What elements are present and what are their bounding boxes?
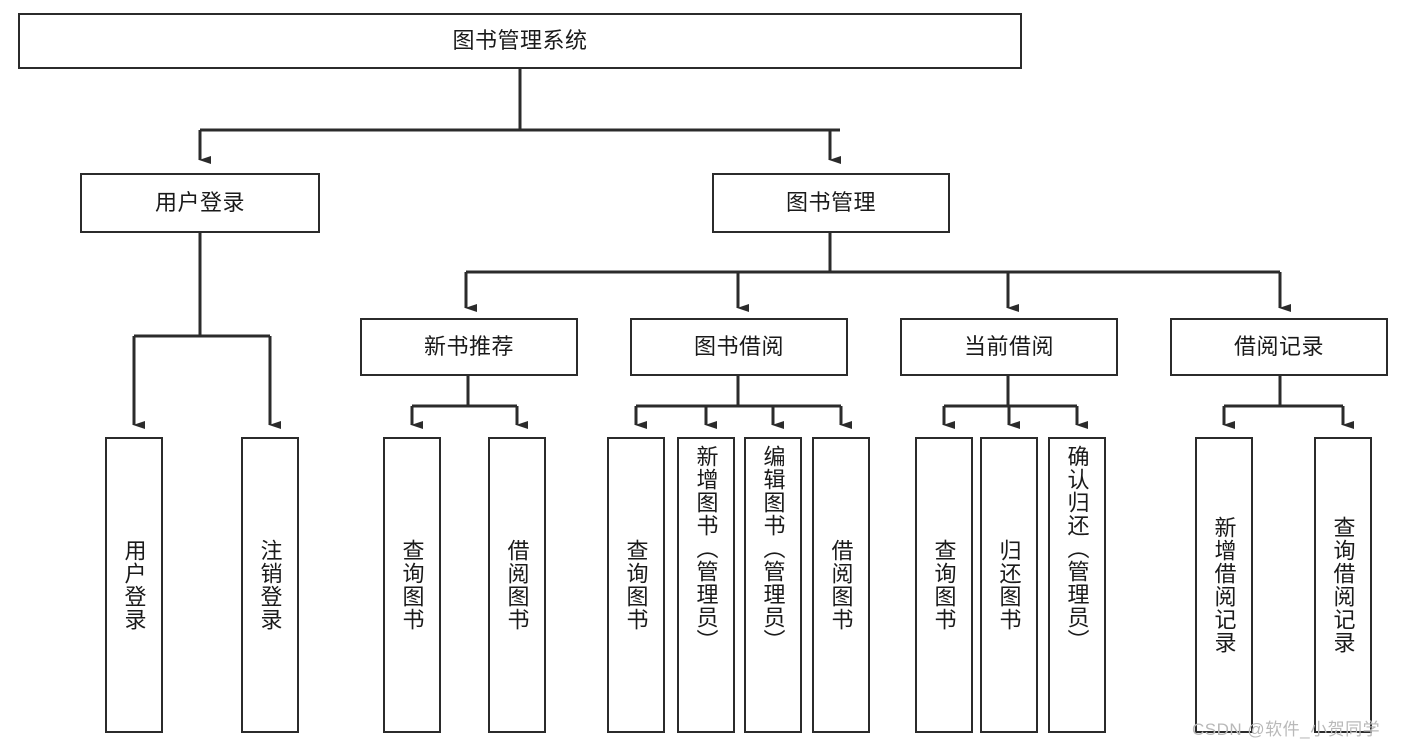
node-book-manage-label: 图书管理 bbox=[785, 189, 876, 215]
node-leaf-confirm-return-label: 确认归还（管理员） bbox=[1064, 445, 1090, 652]
node-leaf-edit-book[interactable]: 编辑图书（管理员） bbox=[744, 437, 802, 733]
node-root-label: 图书管理系统 bbox=[452, 27, 588, 53]
node-leaf-query-book-3-label: 查询图书 bbox=[931, 539, 957, 631]
node-leaf-query-book-2-label: 查询图书 bbox=[623, 539, 649, 631]
node-book-manage[interactable]: 图书管理 bbox=[712, 173, 950, 233]
node-book-borrow-label: 图书借阅 bbox=[693, 333, 784, 359]
node-current-borrow[interactable]: 当前借阅 bbox=[900, 318, 1118, 376]
node-leaf-logout-label: 注销登录 bbox=[257, 539, 283, 631]
node-leaf-query-book-1[interactable]: 查询图书 bbox=[383, 437, 441, 733]
node-borrow-record-label: 借阅记录 bbox=[1233, 333, 1324, 359]
node-current-borrow-label: 当前借阅 bbox=[963, 333, 1054, 359]
node-leaf-borrow-book-1-label: 借阅图书 bbox=[504, 539, 530, 631]
node-leaf-logout[interactable]: 注销登录 bbox=[241, 437, 299, 733]
node-leaf-add-record-label: 新增借阅记录 bbox=[1211, 516, 1237, 654]
node-leaf-query-record[interactable]: 查询借阅记录 bbox=[1314, 437, 1372, 733]
node-root[interactable]: 图书管理系统 bbox=[18, 13, 1022, 69]
node-leaf-add-record[interactable]: 新增借阅记录 bbox=[1195, 437, 1253, 733]
node-leaf-add-book-label: 新增图书（管理员） bbox=[693, 445, 719, 652]
node-leaf-return-book[interactable]: 归还图书 bbox=[980, 437, 1038, 733]
node-leaf-user-login[interactable]: 用户登录 bbox=[105, 437, 163, 733]
node-user-login[interactable]: 用户登录 bbox=[80, 173, 320, 233]
node-leaf-query-book-3[interactable]: 查询图书 bbox=[915, 437, 973, 733]
node-new-book-recommend-label: 新书推荐 bbox=[423, 333, 514, 359]
node-leaf-add-book[interactable]: 新增图书（管理员） bbox=[677, 437, 735, 733]
node-leaf-confirm-return[interactable]: 确认归还（管理员） bbox=[1048, 437, 1106, 733]
node-leaf-borrow-book-2-label: 借阅图书 bbox=[828, 539, 854, 631]
node-leaf-return-book-label: 归还图书 bbox=[996, 539, 1022, 631]
node-borrow-record[interactable]: 借阅记录 bbox=[1170, 318, 1388, 376]
node-leaf-borrow-book-2[interactable]: 借阅图书 bbox=[812, 437, 870, 733]
node-leaf-query-book-2[interactable]: 查询图书 bbox=[607, 437, 665, 733]
node-leaf-borrow-book-1[interactable]: 借阅图书 bbox=[488, 437, 546, 733]
node-leaf-user-login-label: 用户登录 bbox=[121, 539, 147, 631]
node-leaf-edit-book-label: 编辑图书（管理员） bbox=[760, 445, 786, 652]
node-user-login-label: 用户登录 bbox=[154, 189, 245, 215]
node-leaf-query-book-1-label: 查询图书 bbox=[399, 539, 425, 631]
node-book-borrow[interactable]: 图书借阅 bbox=[630, 318, 848, 376]
node-leaf-query-record-label: 查询借阅记录 bbox=[1330, 516, 1356, 654]
node-new-book-recommend[interactable]: 新书推荐 bbox=[360, 318, 578, 376]
